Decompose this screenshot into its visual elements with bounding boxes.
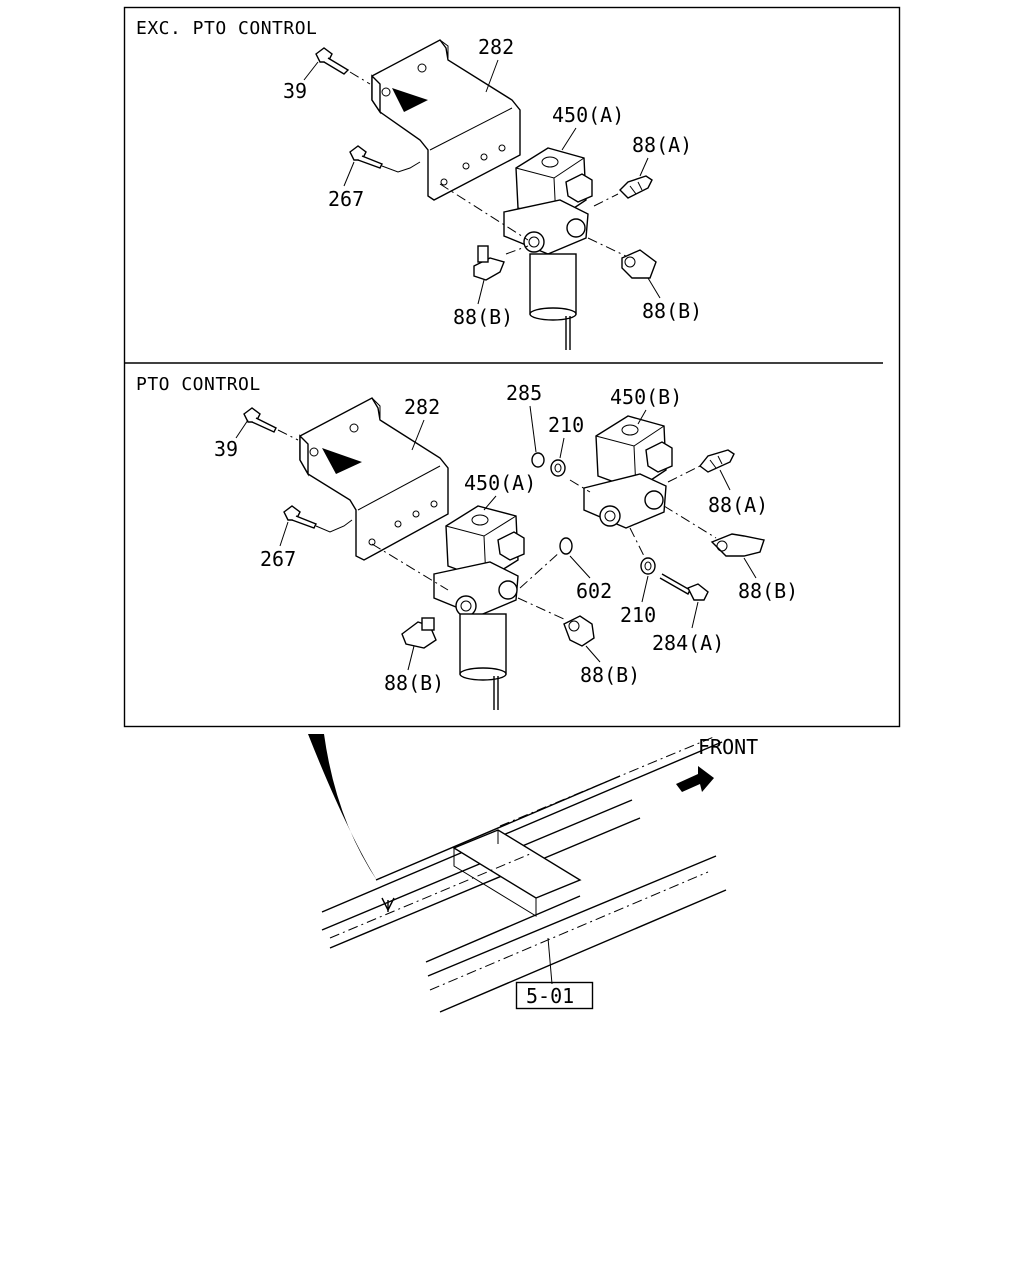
label-88a-bottom: 88(A) <box>708 493 768 517</box>
bottom-valve-450b <box>569 415 717 557</box>
bottom-bolt-39 <box>243 407 299 441</box>
top-fitting-88b-right <box>621 249 657 279</box>
label-88b-top-right: 88(B) <box>642 299 702 323</box>
chassis-frame <box>321 735 727 1013</box>
front-label: FRONT <box>698 735 758 759</box>
label-210-bottom: 210 <box>620 603 656 627</box>
bottom-fitting-88a <box>699 449 735 473</box>
top-bolt-39 <box>315 47 371 85</box>
label-602: 602 <box>576 579 612 603</box>
front-arrow-icon <box>676 766 714 792</box>
label-88b-top-left: 88(B) <box>453 305 513 329</box>
label-267-bottom: 267 <box>260 547 296 571</box>
top-fitting-88b-left <box>473 245 505 281</box>
label-450a-top: 450(A) <box>552 103 624 127</box>
section-title-exc-pto: EXC. PTO CONTROL <box>136 18 317 39</box>
bottom-washer-210-bottom <box>640 557 656 575</box>
bottom-washer-285 <box>531 452 545 468</box>
label-88b-bottom-right: 88(B) <box>738 579 798 603</box>
bottom-bracket-282 <box>299 397 449 561</box>
bottom-bolt-267 <box>283 505 353 533</box>
diagram-panel-border <box>123 6 901 728</box>
label-88a-top: 88(A) <box>632 133 692 157</box>
label-88b-bottom-mid: 88(B) <box>580 663 640 687</box>
bottom-valve-450a <box>371 505 567 710</box>
label-285: 285 <box>506 381 542 405</box>
top-valve-450a <box>439 147 631 350</box>
bottom-fitting-88b-right <box>710 533 765 557</box>
bottom-bolt-284a <box>659 573 709 601</box>
label-267-top: 267 <box>328 187 364 211</box>
label-88b-bottom-left: 88(B) <box>384 671 444 695</box>
top-bracket-282 <box>371 39 521 201</box>
mount-marker-icon <box>381 897 395 912</box>
label-210-top: 210 <box>548 413 584 437</box>
section-title-pto: PTO CONTROL <box>136 374 261 395</box>
bottom-fitting-88b-mid <box>563 615 595 647</box>
label-450b: 450(B) <box>610 385 682 409</box>
ref-box-label: 5-01 <box>526 984 574 1008</box>
label-39-bottom: 39 <box>214 437 238 461</box>
label-284a: 284(A) <box>652 631 724 655</box>
bottom-oring-602 <box>559 537 573 555</box>
location-pointer <box>308 734 378 882</box>
bottom-washer-210-top <box>550 459 566 477</box>
label-282-bottom: 282 <box>404 395 440 419</box>
ref-box <box>515 981 594 1010</box>
top-fitting-88a <box>593 175 653 207</box>
top-bolt-267 <box>349 145 421 173</box>
bottom-fitting-88b-left <box>401 617 437 649</box>
label-450a-bottom: 450(A) <box>464 471 536 495</box>
label-282-top: 282 <box>478 35 514 59</box>
label-39-top: 39 <box>283 79 307 103</box>
